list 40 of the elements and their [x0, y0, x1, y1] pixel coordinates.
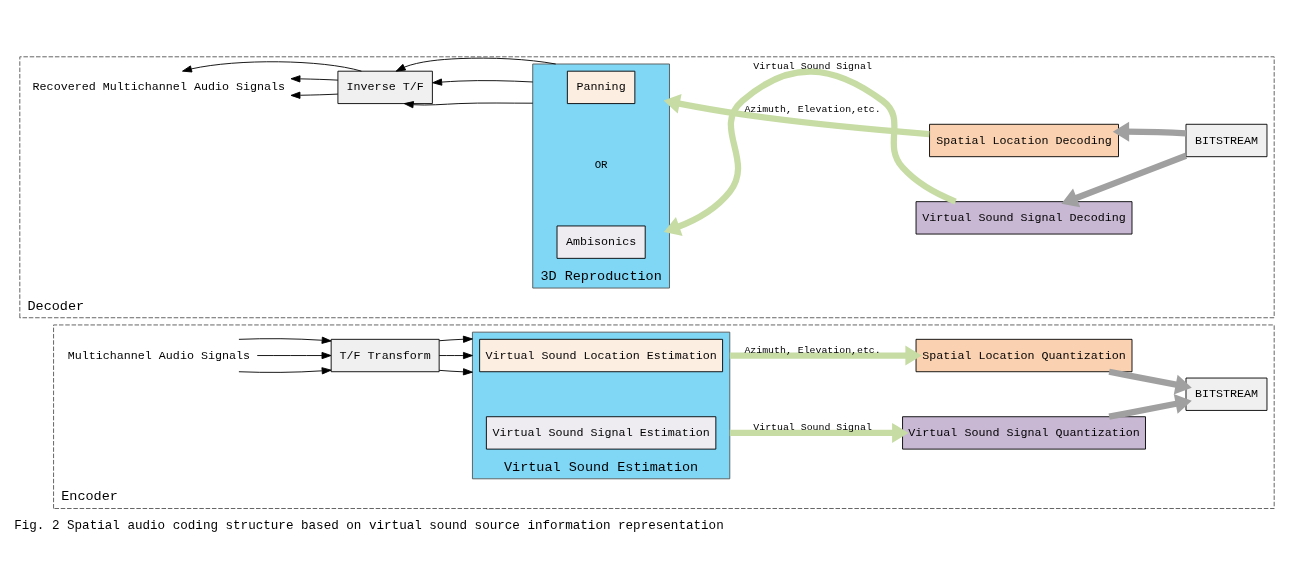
arrow: [1112, 121, 1187, 142]
arrow: [729, 422, 909, 443]
node-box: Virtual Sound Signal Decoding: [915, 201, 1133, 235]
node-text: Multichannel Audio Signals: [67, 348, 251, 363]
arrow: [729, 345, 922, 366]
node-box: Spatial Location Decoding: [929, 123, 1119, 158]
arrow: [395, 57, 557, 72]
node-box: BITSTREAM: [1185, 123, 1268, 158]
arrow: [238, 336, 332, 344]
arrow: [290, 75, 339, 83]
node-box: Inverse T/F: [337, 70, 433, 105]
node-box: Spatial Location Quantization: [915, 338, 1133, 373]
node-box: Panning: [566, 70, 636, 105]
arrow: [403, 101, 534, 109]
caption: Fig. 2 Spatial audio coding structure based on virtual sound source information representation: [14, 519, 724, 534]
arrow: [663, 93, 930, 138]
node-box: Virtual Sound Location Estimation: [479, 338, 724, 373]
edge-label: Virtual Sound Signal: [753, 61, 872, 73]
edge-label: Azimuth, Elevation,etc.: [744, 344, 881, 356]
arrow: [1108, 394, 1192, 420]
node-box: Ambisonics: [556, 225, 646, 259]
arrow: [438, 368, 473, 376]
arrow: [438, 351, 473, 360]
arrow: [256, 351, 332, 360]
arrow: [1108, 368, 1192, 395]
node-box: T/F Transform: [330, 338, 440, 373]
arrow: [432, 78, 534, 86]
label: OR: [594, 158, 608, 171]
node-box: Virtual Sound Signal Estimation: [485, 416, 717, 450]
arrow: [182, 61, 362, 73]
arrow: [663, 68, 957, 236]
arrow: [290, 91, 339, 99]
edge-label: Azimuth, Elevation,etc.: [744, 103, 881, 115]
node-text: Recovered Multichannel Audio Signals: [32, 80, 286, 95]
arrow: [1061, 152, 1188, 208]
arrow: [238, 367, 332, 375]
node-box: Virtual Sound Signal Quantization: [902, 416, 1146, 450]
arrow: [438, 335, 473, 343]
node-box: BITSTREAM: [1185, 377, 1268, 411]
edge-label: Virtual Sound Signal: [753, 422, 872, 434]
